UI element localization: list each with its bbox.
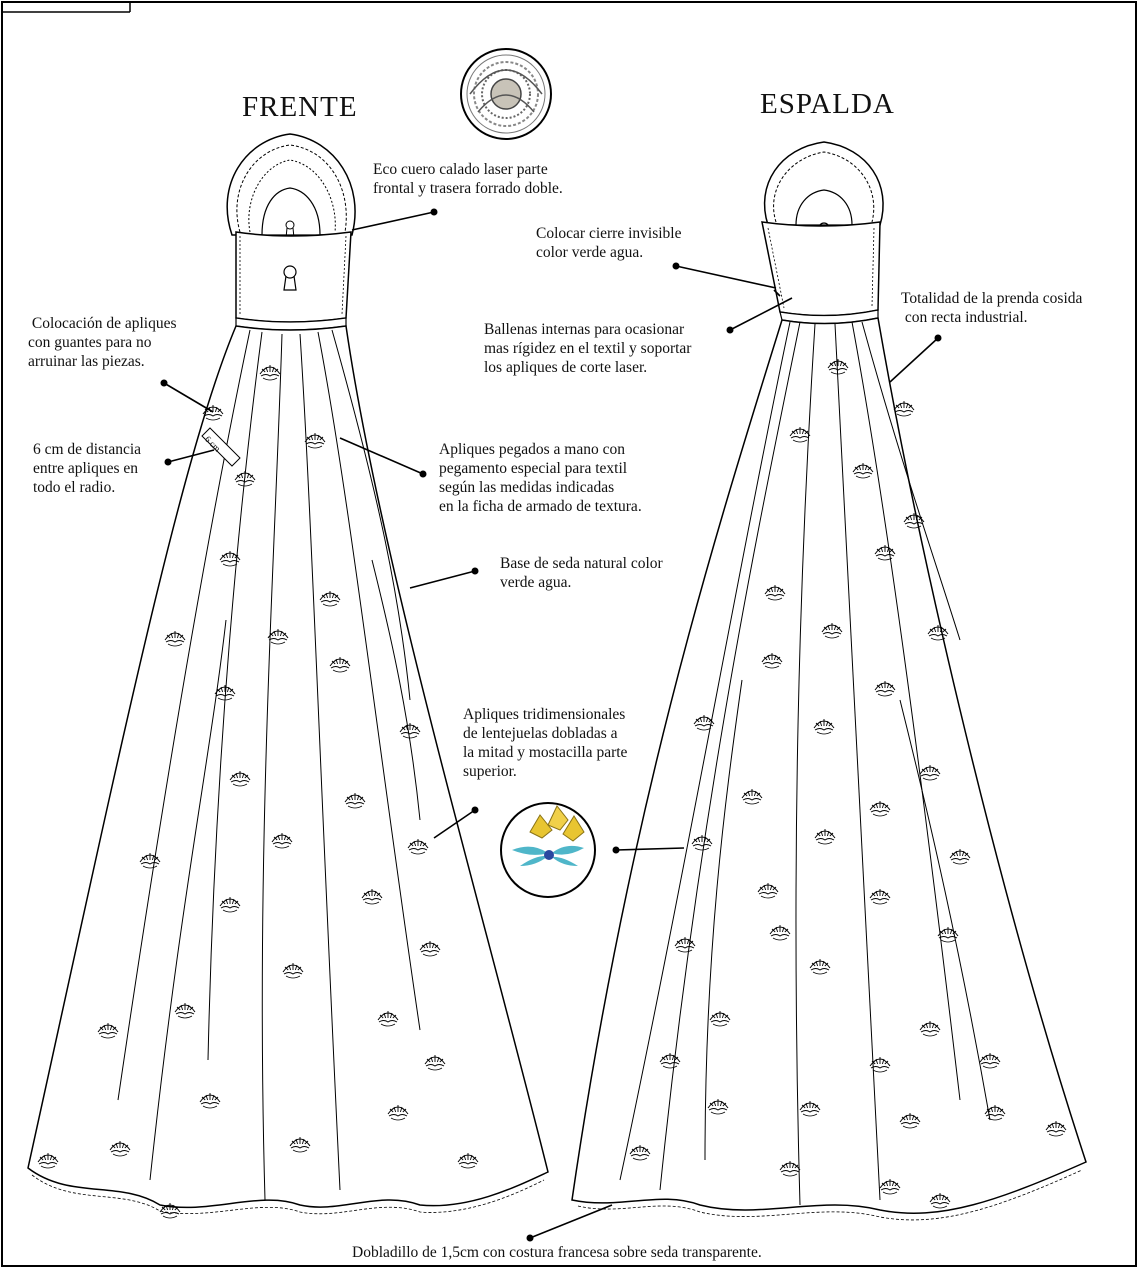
applique-mark [387,1105,409,1121]
applique-mark [361,889,383,905]
applique-mark [174,1003,196,1019]
applique-mark [707,1099,729,1115]
note-eco-cuero: Eco cuero calado laser parte frontal y t… [373,161,563,197]
applique-mark [234,471,256,487]
applique-mark [893,401,915,417]
applique-mark [97,1023,119,1039]
front-skirt [27,325,549,1209]
applique-mark [919,765,941,781]
applique-mark [202,405,224,421]
note-ballenas: Ballenas internas para ocasionar mas ríg… [484,321,692,376]
applique-mark [903,513,925,529]
applique-mark [219,897,241,913]
back-skirt [571,317,1087,1215]
applique-mark [979,1053,1001,1069]
applique-mark [674,937,696,953]
applique-mark [799,1101,821,1117]
applique-mark [199,1093,221,1109]
note-distancia: 6 cm de distancia entre apliques en todo… [33,441,142,496]
applique-mark [769,925,791,941]
applique-mark [821,623,843,639]
front-collar [226,133,356,236]
applique-mark [319,591,341,607]
applique-mark [219,551,241,567]
note-tridimensionales: Apliques tridimensionales de lentejuelas… [463,706,628,780]
applique-mark [377,1011,399,1027]
applique-mark [929,1193,951,1209]
applique-mark [874,545,896,561]
applique-mark [37,1153,59,1169]
applique-mark [1045,1121,1067,1137]
front-title: FRENTE [242,91,358,123]
applique-mark [419,941,441,957]
applique-mark [629,1145,651,1161]
applique-mark [927,625,949,641]
applique-mark [757,883,779,899]
applique-mark [852,463,874,479]
applique-mark [139,853,161,869]
applique-mark [814,829,836,845]
callout-lines [160,208,942,1242]
applique-mark [984,1105,1006,1121]
applique-mark [109,1141,131,1157]
applique-mark [329,657,351,673]
applique-mark [304,433,326,449]
applique-mark [259,365,281,381]
measure-marker [201,427,241,467]
applique-mark [919,1021,941,1037]
applique-mark [709,1011,731,1027]
applique-mark [229,771,251,787]
applique-mark [827,359,849,375]
applique-mark [344,793,366,809]
applique-mark [691,835,713,851]
applique-mark [159,1203,181,1219]
applique-mark [282,963,304,979]
applique-mark [813,719,835,735]
applique-mark [809,959,831,975]
applique-mark [869,1057,891,1073]
applique-mark [789,427,811,443]
applique-mark [407,839,429,855]
front-dress [27,133,549,1215]
applique-mark [937,927,959,943]
applique-mark [424,1055,446,1071]
note-colocacion: Colocación de apliques con guantes para … [28,315,177,370]
applique-mark [289,1137,311,1153]
note-totalidad: Totalidad de la prenda cosida con recta … [901,290,1083,326]
applique-mark [779,1161,801,1177]
back-collar [763,141,884,226]
sequin-applique-detail-icon [500,802,596,898]
note-pegados: Apliques pegados a mano con pegamento es… [439,441,642,515]
applique-mark [164,631,186,647]
applique-mark [869,889,891,905]
applique-mark [214,685,236,701]
applique-mark [659,1053,681,1069]
applique-mark [761,653,783,669]
applique-mark [764,585,786,601]
applique-mark [899,1113,921,1129]
note-base: Base de seda natural color verde agua. [500,555,663,591]
back-bodice [761,221,881,317]
back-dress [571,141,1087,1221]
applique-mark [457,1153,479,1169]
applique-mark [879,1179,901,1195]
appliques-group [37,359,1067,1219]
applique-mark [869,801,891,817]
applique-mark [949,849,971,865]
applique-mark [741,789,763,805]
leather-detail-icon [460,48,552,140]
applique-mark [693,715,715,731]
note-dobladillo: Dobladillo de 1,5cm con costura francesa… [352,1244,762,1261]
applique-mark [874,681,896,697]
applique-mark [271,833,293,849]
note-cierre: Colocar cierre invisible color verde agu… [536,225,682,261]
back-title: ESPALDA [760,88,895,120]
applique-mark [399,723,421,739]
applique-mark [267,629,289,645]
